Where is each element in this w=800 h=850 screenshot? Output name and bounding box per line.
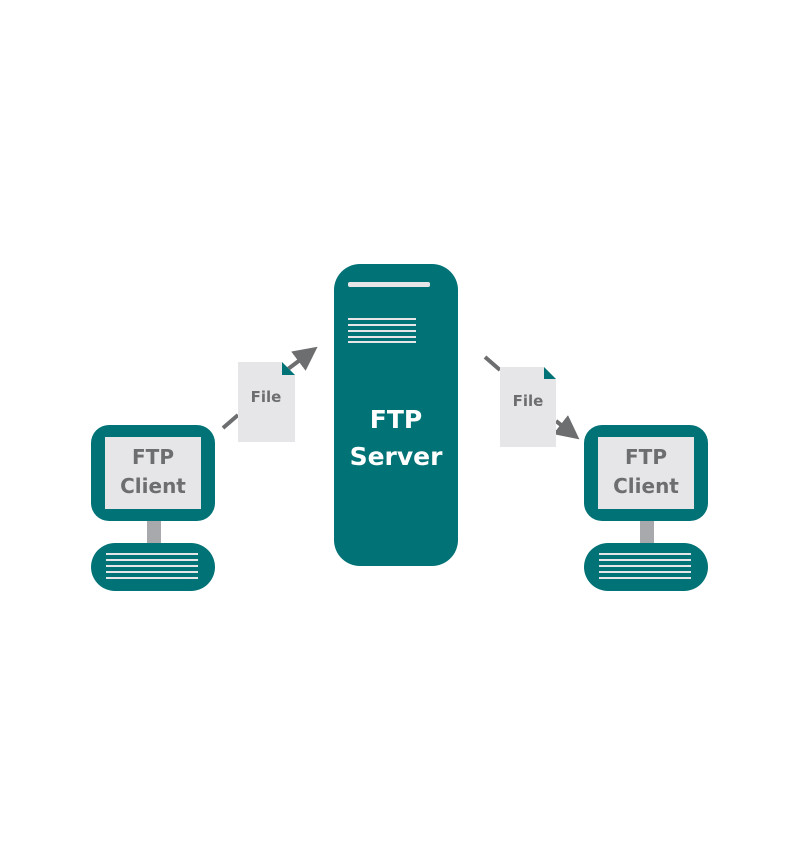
ftp-server: FTP Server xyxy=(334,264,458,566)
server-top-slot xyxy=(348,282,430,287)
server-label-line1: FTP xyxy=(370,405,422,434)
client-right-stand xyxy=(640,521,654,543)
client-left-stand xyxy=(147,521,161,543)
server-label-line2: Server xyxy=(350,442,444,471)
client-left-keyboard-lines xyxy=(106,553,198,579)
file-left-label: File xyxy=(251,388,282,406)
file-transfer-left: File xyxy=(221,346,318,442)
client-right-label-line2: Client xyxy=(613,474,679,498)
client-left-screen xyxy=(105,437,201,509)
arrow-left-lower xyxy=(221,413,240,430)
client-left-label-line2: Client xyxy=(120,474,186,498)
file-left-corner xyxy=(282,362,295,375)
arrow-right-upper xyxy=(483,355,502,372)
server-tower xyxy=(334,264,458,566)
client-right-label-line1: FTP xyxy=(625,445,667,469)
file-transfer-right: File xyxy=(483,355,580,447)
arrow-right-lower xyxy=(553,415,580,440)
file-right-corner xyxy=(544,367,556,379)
server-vent-lines xyxy=(348,318,416,343)
file-right-icon xyxy=(500,367,556,447)
client-left-label-line1: FTP xyxy=(132,445,174,469)
ftp-client-left: FTP Client xyxy=(91,425,215,591)
client-right-screen xyxy=(598,437,694,509)
client-right-keyboard-lines xyxy=(599,553,691,579)
file-left-icon xyxy=(238,362,295,442)
file-right-label: File xyxy=(513,392,544,410)
ftp-client-right: FTP Client xyxy=(584,425,708,591)
